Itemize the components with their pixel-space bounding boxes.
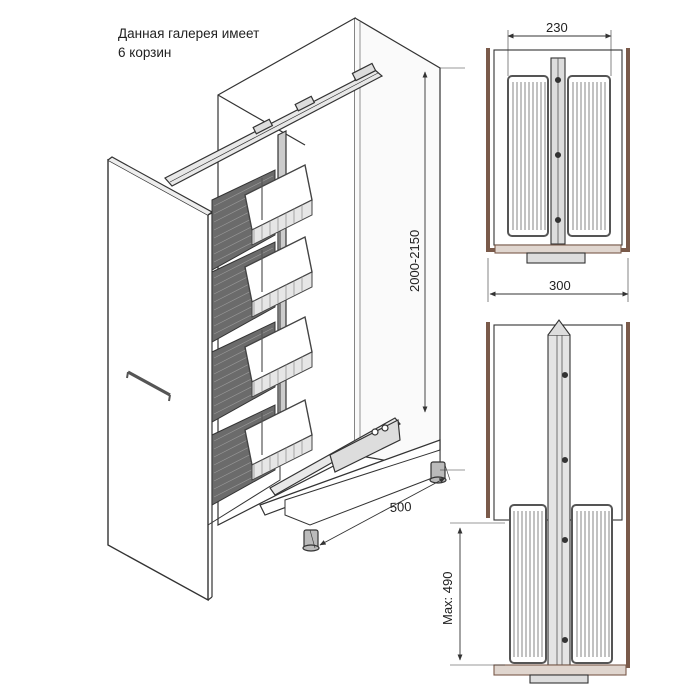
caption-line-2: 6 корзин: [118, 45, 172, 60]
top-view: [486, 48, 630, 264]
depth-dimension-label: 500: [389, 499, 411, 515]
max-extension-label: Max: 490: [440, 572, 455, 625]
side-view: [486, 319, 630, 684]
door-handle: [126, 370, 171, 402]
iso-basket-level: [211, 398, 313, 506]
iso-basket-level: [211, 163, 313, 271]
max-extension-dimension: [450, 522, 505, 666]
cabinet-right-side: [354, 17, 441, 471]
depth-dimension: [309, 464, 451, 549]
isometric-baskets: [211, 163, 313, 506]
front-door-panel: [107, 158, 209, 602]
height-dimension: [422, 67, 465, 471]
top-outer-width-label: 300: [549, 278, 571, 293]
top-width-dimension: [507, 30, 612, 76]
side-view-column: [547, 334, 571, 666]
top-view-basket-left: [507, 75, 549, 237]
iso-basket-level: [211, 235, 313, 343]
iso-basket-level: [211, 315, 313, 423]
top-outer-width-dimension: [487, 258, 629, 302]
caption-line-1: Данная галерея имеет: [118, 26, 260, 41]
top-width-label: 230: [546, 20, 568, 35]
gallery-caption: Данная галерея имеет 6 корзин: [118, 24, 259, 62]
height-dimension-label: 2000-2150: [407, 230, 422, 292]
side-view-basket-left: [509, 504, 547, 664]
side-view-frame: [486, 322, 630, 668]
side-view-basket-right: [571, 504, 613, 664]
